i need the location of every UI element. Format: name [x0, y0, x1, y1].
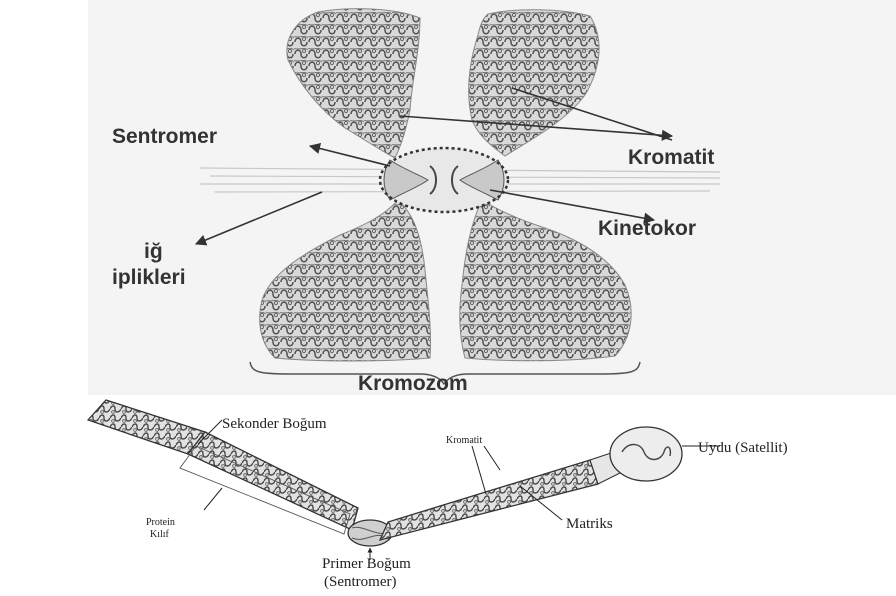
sekonder-bogum-label: Sekonder Boğum [222, 416, 327, 432]
kromatit-pointer-b [484, 446, 500, 470]
sentromer-label: Sentromer [112, 125, 217, 148]
chromosome-schematic-panel: Sekonder Boğum Kromatit Uydu (Satellit) … [88, 400, 788, 590]
protein-label-line2: Kılıf [150, 529, 170, 540]
kromatit-label: Kromatit [628, 146, 714, 169]
centromere-region [380, 148, 508, 212]
satellite-uydu [610, 427, 682, 481]
ig-label-line2: iplikleri [112, 266, 186, 289]
left-arm-tip [88, 400, 205, 454]
kromatit-small-label: Kromatit [446, 435, 482, 446]
ig-label-line1: iğ [144, 240, 163, 263]
matriks-label: Matriks [566, 516, 613, 532]
kromatit-pointer-a [472, 446, 486, 494]
kromozom-label: Kromozom [358, 372, 468, 395]
protein-kilif-pointer [204, 488, 222, 510]
protein-label-line1: Protein [146, 517, 175, 528]
primer-bogum-label-line2: (Sentromer) [324, 574, 396, 590]
uydu-label: Uydu (Satellit) [698, 440, 788, 456]
primer-bogum-label-line1: Primer Boğum [322, 556, 411, 572]
metaphase-chromosome-panel: Sentromer Kromatit Kinetokor iğ iplikler… [88, 0, 896, 395]
kinetokor-label: Kinetokor [598, 217, 696, 240]
